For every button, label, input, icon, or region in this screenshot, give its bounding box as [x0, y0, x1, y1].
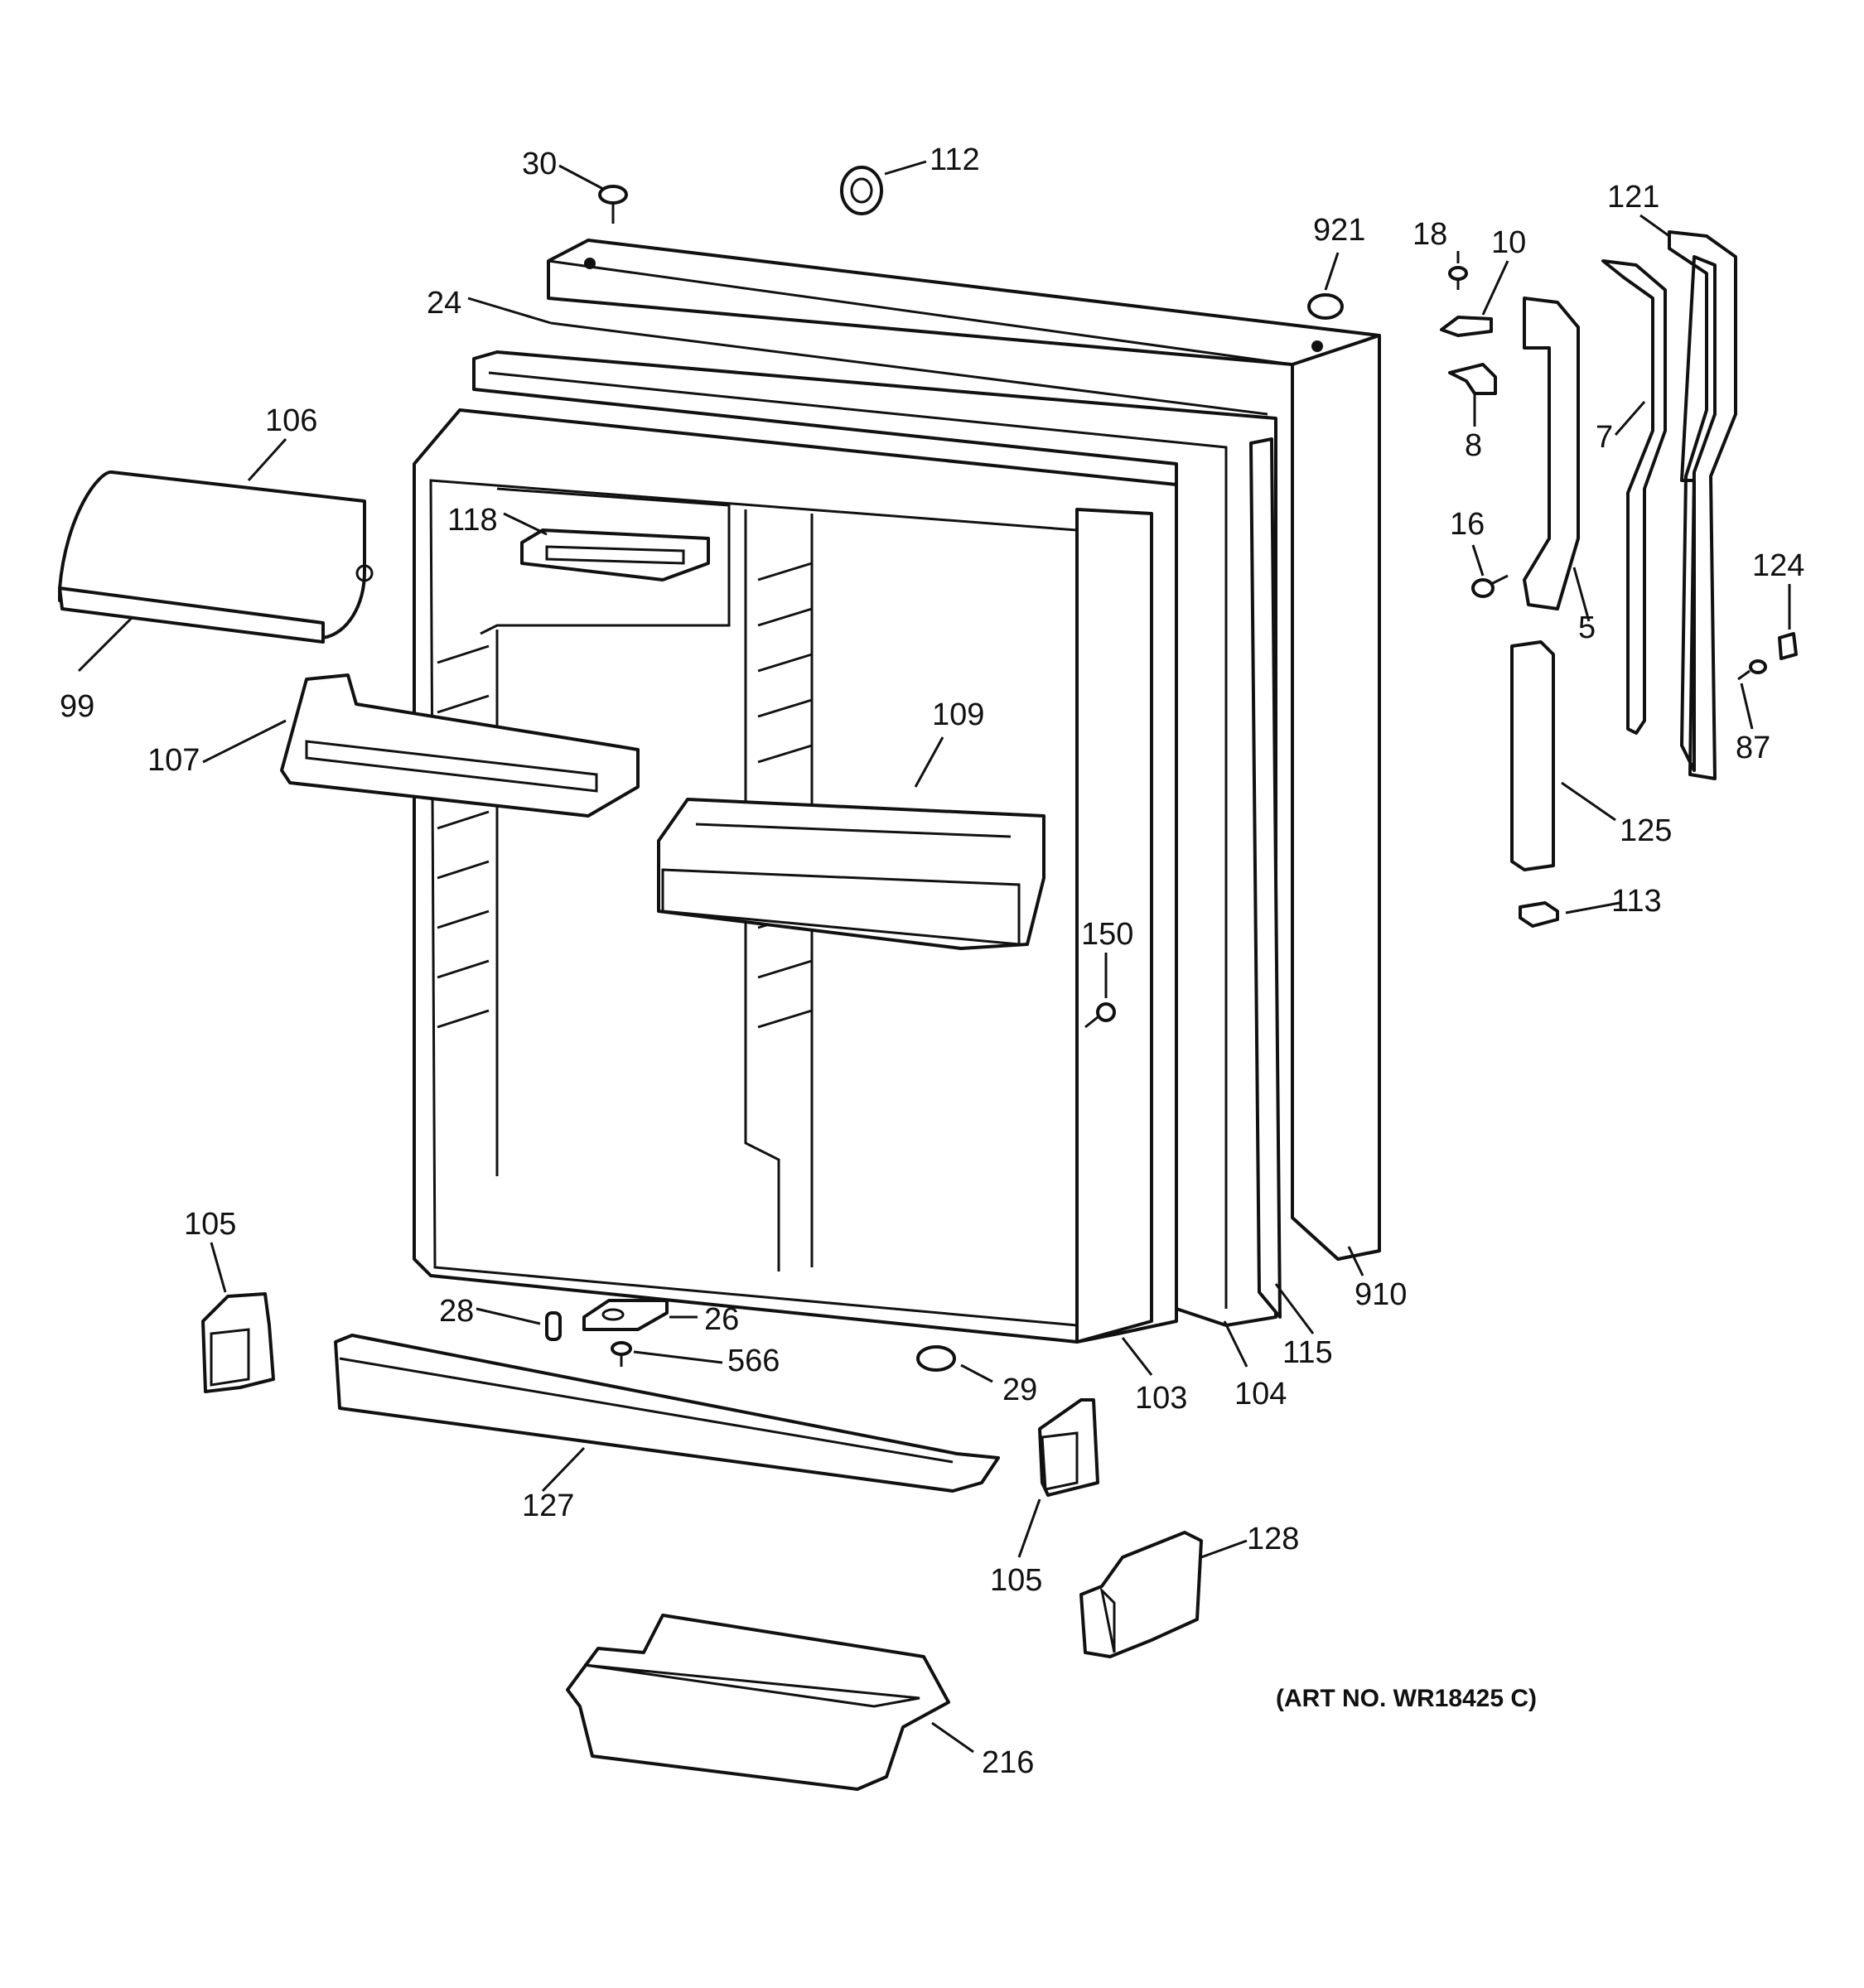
screw-87: [1737, 659, 1767, 681]
pin-28: [545, 1311, 562, 1341]
dairy-tray-118: [520, 528, 710, 581]
breaker-strip-115: [1249, 437, 1282, 1319]
door-bin-216: [566, 1614, 950, 1791]
callout-18: 18: [1412, 217, 1447, 252]
screw-16: [1471, 574, 1509, 598]
leader-lines: [77, 160, 1791, 1754]
handle-5: [1523, 297, 1580, 610]
callout-105-left: 105: [184, 1207, 236, 1242]
door-end-cap-105b: [1038, 1398, 1099, 1497]
callout-150: 150: [1081, 917, 1133, 952]
callout-16: 16: [1450, 507, 1485, 542]
callout-28: 28: [439, 1294, 474, 1329]
clip-8: [1448, 363, 1497, 395]
door-end-cap-105a: [201, 1292, 275, 1393]
callout-105-right: 105: [990, 1563, 1042, 1598]
callout-87: 87: [1736, 731, 1770, 765]
bracket-10: [1440, 316, 1493, 337]
callout-8: 8: [1465, 428, 1482, 463]
callout-910: 910: [1355, 1277, 1407, 1312]
screw-150: [1084, 1002, 1116, 1029]
callout-125: 125: [1620, 813, 1672, 848]
callout-921: 921: [1313, 213, 1365, 248]
callout-118: 118: [447, 503, 498, 538]
callout-5: 5: [1578, 610, 1596, 645]
callout-7: 7: [1596, 420, 1613, 455]
handle-trim-7: [1601, 259, 1667, 735]
callout-216: 216: [982, 1745, 1034, 1780]
door-bin-109: [657, 798, 1045, 950]
callout-127: 127: [522, 1489, 574, 1523]
callout-566: 566: [727, 1344, 780, 1378]
hinge-plate-26: [582, 1299, 669, 1331]
callout-115: 115: [1282, 1335, 1333, 1370]
callout-106: 106: [265, 403, 317, 438]
callout-121: 121: [1607, 180, 1659, 215]
dairy-door-cover-106: [58, 470, 374, 644]
callout-104: 104: [1234, 1377, 1287, 1411]
plug-29: [916, 1345, 956, 1372]
callout-29: 29: [1002, 1373, 1037, 1407]
plug-112: [840, 166, 883, 215]
callout-99: 99: [60, 689, 94, 724]
screw-566: [611, 1341, 632, 1367]
callout-107: 107: [147, 743, 200, 778]
callout-103: 103: [1135, 1381, 1187, 1416]
callout-30: 30: [522, 147, 557, 181]
callout-109: 109: [932, 697, 984, 732]
liner-shelf-rails: [437, 562, 813, 1029]
screw-30: [598, 185, 628, 224]
end-cap-113: [1519, 901, 1559, 928]
callout-128: 128: [1247, 1522, 1299, 1556]
art-number: (ART NO. WR18425 C): [1276, 1685, 1537, 1712]
top-trim-strip-24: [550, 321, 1268, 416]
door-shelf-107: [280, 673, 640, 818]
callout-26: 26: [704, 1302, 739, 1337]
outer-door-panel-910: [547, 239, 1381, 1261]
callout-112: 112: [930, 142, 980, 177]
callout-24: 24: [427, 286, 461, 321]
callout-113: 113: [1611, 884, 1662, 919]
bottom-trim-127: [334, 1334, 1000, 1493]
handle-spacer-125: [1510, 640, 1555, 871]
cover-128: [1079, 1531, 1203, 1658]
callout-10: 10: [1491, 225, 1526, 260]
callout-124: 124: [1752, 548, 1804, 583]
screw-18: [1448, 266, 1468, 290]
plug-921: [1307, 293, 1344, 320]
callout-labels: 30 112 921 18 10 121 24 106 8 7 118 16 1…: [60, 142, 1804, 1780]
hinge-121: [1668, 230, 1737, 780]
clip-124: [1778, 632, 1798, 660]
